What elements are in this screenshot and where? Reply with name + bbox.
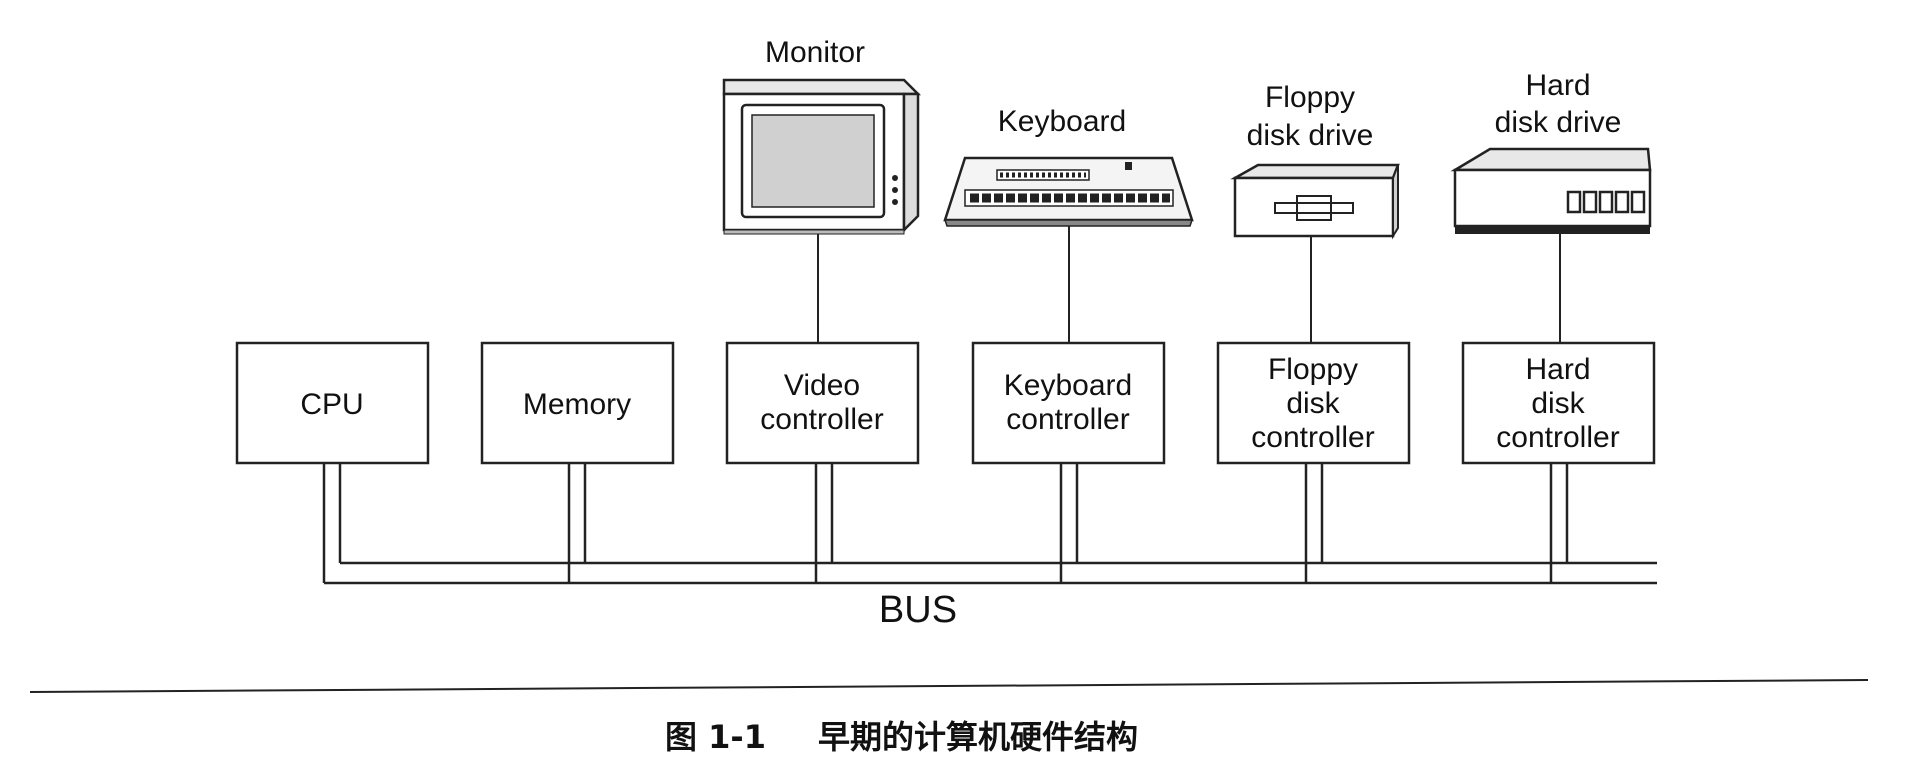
floppy-device-label-2: disk drive [1247,119,1374,152]
hard-device-label-2: disk drive [1495,106,1622,139]
caption-text: 早期的计算机硬件结构 [818,718,1138,756]
controller-keyboard: Keyboard controller [971,341,1166,465]
keyboard-device-label: Keyboard [998,105,1126,138]
floppy-drive-icon [1230,163,1400,240]
bus-label: BUS [879,589,957,631]
controller-memory-label: Memory [523,388,631,421]
floppy-device-label-1: Floppy [1265,81,1355,114]
controller-hard-label-2: disk [1531,387,1585,420]
keyboard-device: Keyboard [943,105,1194,227]
controller-hard: Hard disk controller [1461,341,1656,465]
hard-disk-device: Hard disk drive [1450,69,1652,234]
controller-floppy-label-2: disk [1286,387,1340,420]
controller-keyboard-label-2: controller [1006,403,1129,436]
floppy-device: Floppy disk drive [1230,81,1400,240]
controller-memory: Memory [480,341,675,465]
controller-hard-label-1: Hard [1525,353,1590,386]
caption-divider [29,679,1869,693]
controller-hard-label-3: controller [1496,421,1619,454]
controller-video-label-1: Video [784,369,860,402]
figure-caption: 图 1-1 早期的计算机硬件结构 [665,718,1138,756]
caption-number: 图 1-1 [665,718,766,756]
monitor-label: Monitor [765,36,865,69]
controller-video-label-2: controller [760,403,883,436]
controller-cpu-label: CPU [300,388,363,421]
monitor-icon [722,78,922,235]
controller-floppy-label-1: Floppy [1268,353,1358,386]
hard-device-label-1: Hard [1525,69,1590,102]
controller-cpu: CPU [235,341,430,465]
hard-drive-icon [1450,147,1652,234]
controller-keyboard-label-1: Keyboard [1004,369,1132,402]
keyboard-icon [943,156,1194,227]
monitor-device: Monitor [722,36,922,235]
controller-floppy-label-3: controller [1251,421,1374,454]
controller-floppy: Floppy disk controller [1216,341,1411,465]
system-bus: BUS [322,463,1657,631]
controller-video: Video controller [725,341,920,465]
